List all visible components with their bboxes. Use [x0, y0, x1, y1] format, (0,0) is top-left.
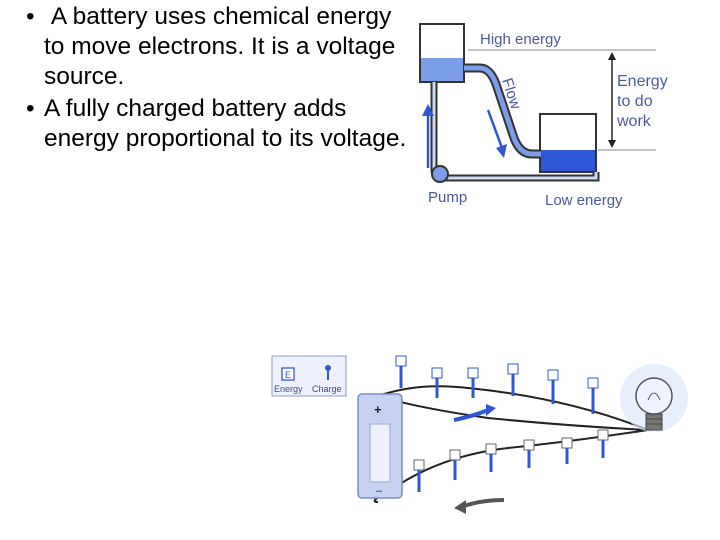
up-arrow-head: [422, 104, 434, 116]
energy-work-label-line3: work: [616, 113, 652, 130]
charge-icon: [485, 443, 497, 472]
high-tank-water: [421, 58, 463, 81]
current-arrow-upper-icon: [453, 408, 489, 422]
flow-arrow-head: [496, 144, 507, 158]
charge-icon: [561, 437, 573, 464]
high-tank: [419, 23, 465, 83]
current-arrow-lower-icon: [463, 498, 505, 508]
charge-icon: [597, 429, 609, 458]
energy-work-label-line1: Energy: [617, 73, 668, 90]
charge-icon: [587, 377, 599, 414]
bullet-text: A fully charged battery adds energy prop…: [44, 95, 407, 152]
legend-energy-icon: [281, 367, 295, 381]
current-arrow-upper-head: [486, 404, 496, 416]
legend-charge-icon: [325, 365, 331, 371]
energy-arrow-bottom: [608, 140, 616, 148]
upper-charges: [395, 355, 599, 414]
charge-icon: [395, 355, 407, 388]
light-bulb-icon: [620, 364, 688, 432]
low-tank-water: [541, 150, 595, 171]
water-pump-analogy-diagram: High energy Flow Energy to do work Pump …: [419, 23, 668, 209]
bullet-marker: •: [26, 95, 35, 122]
flow-pipe-water: [464, 65, 541, 157]
low-energy-label: Low energy: [545, 192, 623, 209]
high-energy-label: High energy: [480, 31, 561, 48]
energy-arrow-top: [608, 52, 616, 60]
bullet-list: • A battery uses chemical energy to move…: [18, 2, 408, 156]
flow-arrow-icon: [486, 109, 504, 149]
legend-charge-label: Charge: [312, 384, 342, 394]
pump-icon: [431, 165, 449, 183]
charge-icon: [449, 449, 461, 480]
wire-upper-inner: [377, 395, 649, 431]
lower-charges: [413, 429, 609, 492]
wire-loop: [373, 385, 652, 503]
pump-label: Pump: [428, 189, 467, 206]
legend-energy-label: Energy: [274, 384, 303, 394]
legend-energy-symbol: E: [285, 370, 291, 380]
charge-icon: [547, 369, 559, 404]
charge-icon: [413, 459, 425, 492]
battery-minus-label: –: [376, 485, 383, 497]
current-arrow-lower-head: [454, 500, 466, 514]
charge-icon: [523, 439, 535, 468]
battery-circuit-diagram: E Energy Charge + –: [271, 355, 688, 514]
low-tank: [539, 113, 597, 173]
charge-icon: [431, 367, 443, 398]
battery-plus-label: +: [374, 402, 382, 417]
energy-work-label-line2: to do: [617, 93, 653, 110]
battery-cell: [369, 423, 391, 483]
charge-icon: [467, 367, 479, 398]
bullet-marker: •: [26, 3, 35, 30]
bullet-item: • A fully charged battery adds energy pr…: [18, 94, 408, 154]
bullet-text: A battery uses chemical energy to move e…: [44, 3, 403, 90]
bullet-item: • A battery uses chemical energy to move…: [18, 2, 408, 92]
charge-icon: [507, 363, 519, 396]
